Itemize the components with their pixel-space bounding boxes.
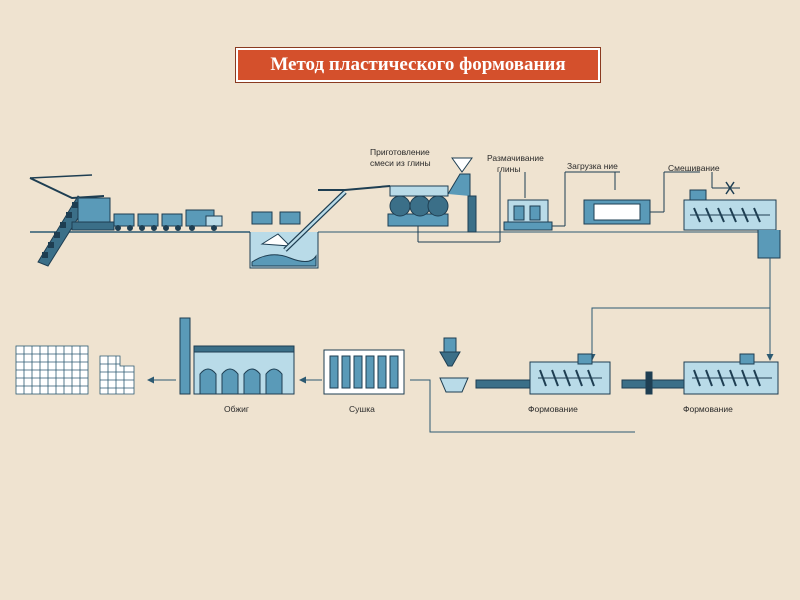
flow-lines [147,258,774,433]
clay-preparation-icon [387,157,500,243]
label-mixing: Смешивание [668,163,720,173]
label-preparation-2: смеси из глины [370,158,431,168]
kiln-icon [179,317,295,395]
brick-stack-icon [15,345,135,395]
clay-pit-icon [249,185,391,269]
label-soaking-1: Размачивание [487,153,544,163]
excavator-icon [29,174,115,267]
soaking-machine-icon [499,172,566,242]
title-box: Метод пластического формования [236,48,600,82]
label-preparation-1: Приготовление [370,147,430,157]
label-soaking-2: глины [497,164,520,174]
label-firing: Обжиг [224,404,249,414]
label-forming-left: Формование [528,404,578,414]
drying-chamber-icon [323,349,405,395]
label-dosing: Загрузка ние [567,161,618,171]
extruder-right-icon [621,353,779,395]
extruder-left-icon [475,353,611,395]
dosing-box-icon [565,171,665,225]
label-drying: Сушка [349,404,375,414]
press-icon [439,337,469,393]
mixer-icon [664,171,781,259]
wagon-train-icon [113,209,223,231]
label-forming-right: Формование [683,404,733,414]
page-title: Метод пластического формования [270,54,566,75]
